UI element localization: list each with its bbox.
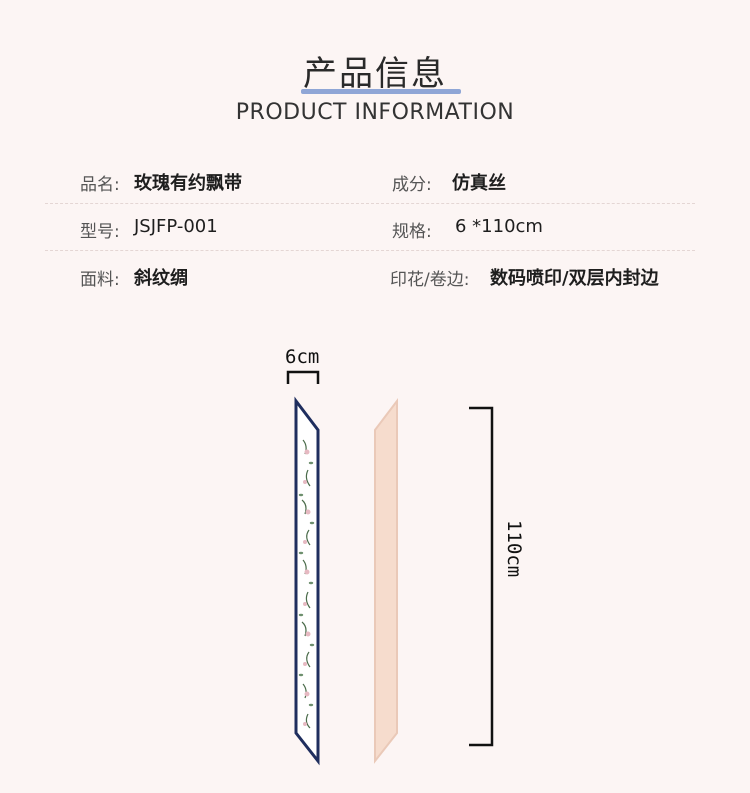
ribbon-front-body <box>294 396 320 766</box>
model-label: 型号: <box>80 222 120 242</box>
width-bracket <box>286 370 320 384</box>
length-dimension-label: 110cm <box>503 520 525 578</box>
spec-value: 6 *110cm <box>455 216 543 237</box>
model-value: JSJFP-001 <box>134 216 218 237</box>
composition-value: 仿真丝 <box>452 173 506 194</box>
ribbon-back <box>374 398 398 764</box>
row-divider <box>45 250 695 251</box>
fabric-label: 面料: <box>80 270 120 290</box>
spec-label: 规格: <box>392 222 432 242</box>
composition-label: 成分: <box>392 175 432 195</box>
leaf-dots <box>298 461 315 707</box>
row-divider <box>45 203 695 204</box>
name-label: 品名: <box>80 175 120 195</box>
product-info-table: 品名: 玫瑰有约飘带 成分: 仿真丝 型号: JSJFP-001 规格: 6 *… <box>0 0 750 300</box>
page-title: 产品信息 <box>301 52 461 96</box>
ribbon-front <box>294 396 320 766</box>
page-subtitle: PRODUCT INFORMATION <box>235 100 515 125</box>
fabric-value: 斜纹绸 <box>134 268 188 289</box>
width-dimension-label: 6cm <box>285 346 320 368</box>
section-header: 产品信息 PRODUCT INFORMATION <box>0 52 750 125</box>
name-value: 玫瑰有约飘带 <box>134 173 242 194</box>
length-bracket <box>469 406 494 747</box>
flower-dots <box>303 449 311 726</box>
title-zh-text: 产品信息 <box>303 54 447 94</box>
print-value: 数码喷印/双层内封边 <box>490 268 659 289</box>
floral-print <box>301 439 311 729</box>
print-label: 印花/卷边: <box>390 270 470 290</box>
